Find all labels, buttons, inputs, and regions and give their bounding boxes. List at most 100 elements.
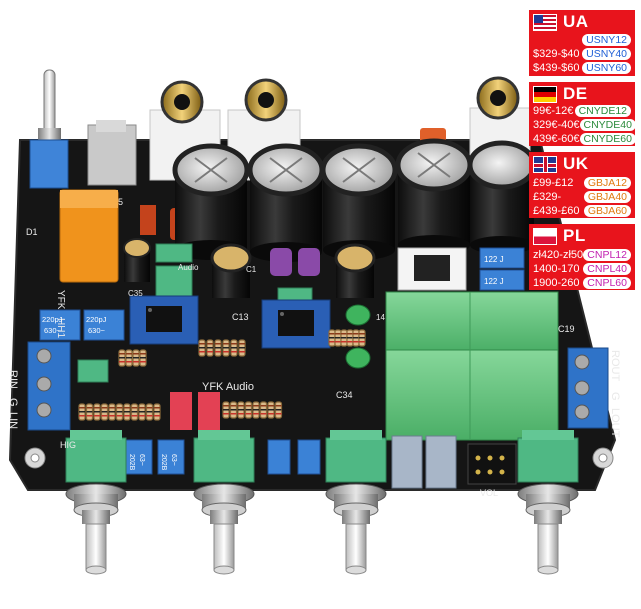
coupon-code-usny60: USNY60 bbox=[582, 62, 631, 74]
cap-label-122-a: 122 J bbox=[484, 255, 504, 264]
country-code-pl: PL bbox=[563, 226, 586, 245]
volume-header bbox=[467, 443, 517, 485]
film-capacitor-122j-a bbox=[479, 247, 525, 269]
price-range: 99€-12€ bbox=[533, 105, 574, 117]
price-range: £439-£60 bbox=[533, 205, 580, 217]
price-range: £329- bbox=[533, 191, 562, 203]
input-terminal-block bbox=[27, 341, 71, 431]
resistor bbox=[123, 403, 131, 421]
silk-lin: LIN bbox=[7, 412, 19, 429]
uk-flag-icon bbox=[533, 155, 557, 173]
film-capacitor-220pj-b bbox=[83, 309, 125, 341]
resistor bbox=[206, 339, 214, 357]
film-capacitor-220pj-a bbox=[39, 309, 81, 341]
resistor bbox=[118, 349, 126, 367]
resistor bbox=[340, 329, 348, 347]
coupon-code-cnyde60: CNYDE60 bbox=[579, 133, 636, 145]
resistor bbox=[259, 401, 268, 419]
silk-lout: LOUT bbox=[609, 408, 621, 438]
resistor bbox=[153, 403, 161, 421]
silk-c1: C1 bbox=[246, 265, 257, 274]
price-range: 439€-60€ bbox=[533, 133, 580, 145]
resistor bbox=[100, 403, 109, 421]
resistor bbox=[358, 329, 366, 347]
pot-mid-knob bbox=[193, 430, 255, 575]
coupon-code-cnyde12: CNYDE12 bbox=[574, 105, 631, 117]
resistor bbox=[238, 339, 246, 357]
resistor bbox=[78, 403, 86, 421]
silk-c13: C13 bbox=[232, 312, 249, 322]
price-range: $329-$40 bbox=[533, 48, 580, 60]
coupon-code-usny40: USNY40 bbox=[582, 48, 631, 60]
poland-flag-icon bbox=[533, 227, 557, 245]
coupon-code-gbja60: GBJA60 bbox=[583, 205, 631, 217]
resistor bbox=[198, 339, 206, 357]
resistor bbox=[252, 401, 260, 419]
germany-flag-icon bbox=[533, 85, 557, 103]
coupon-code-cnpl40: CNPL40 bbox=[583, 263, 631, 275]
silk-rout: ROUT bbox=[609, 350, 621, 381]
price-range: 1900-260 bbox=[533, 277, 580, 289]
country-code-uk: UK bbox=[563, 154, 589, 173]
coupon-code-usny12: USNY12 bbox=[582, 34, 631, 46]
silk-c14: 14 bbox=[376, 313, 385, 322]
silk-rin: RIN bbox=[7, 370, 19, 389]
pot-label-b2: 63~ bbox=[170, 454, 177, 466]
model-label: HH1 bbox=[55, 318, 66, 338]
silk-c34: C34 bbox=[336, 390, 353, 400]
price-range: 1400-170 bbox=[533, 263, 580, 275]
resistor bbox=[274, 401, 283, 419]
resistor bbox=[244, 401, 253, 419]
filter-capacitor-5 bbox=[467, 140, 537, 254]
resistor bbox=[108, 403, 116, 421]
resistor bbox=[334, 329, 342, 347]
pot-treble-knob bbox=[65, 430, 127, 575]
resistor bbox=[115, 403, 124, 421]
audio-capacitor-b bbox=[334, 243, 376, 298]
output-terminal-block bbox=[567, 347, 609, 429]
price-range: £99-£12 bbox=[533, 177, 574, 189]
pot-label-b1: 202B bbox=[160, 454, 167, 471]
coupon-code-cnpl12: CNPL12 bbox=[583, 249, 631, 261]
small-capacitor-c35 bbox=[123, 238, 151, 282]
coupon-code-gbja12: GBJA12 bbox=[583, 177, 631, 189]
resistor bbox=[346, 329, 354, 347]
resistor bbox=[139, 349, 147, 367]
resistor bbox=[132, 349, 140, 367]
power-transformer bbox=[385, 291, 559, 441]
brand-label: YFK bbox=[55, 290, 66, 310]
coupon-code-cnyde40: CNYDE40 bbox=[579, 119, 636, 131]
resistor bbox=[267, 401, 275, 419]
country-code-ua: UA bbox=[563, 12, 589, 31]
opamp-module-right bbox=[261, 299, 331, 349]
resistor bbox=[352, 329, 360, 347]
resistor bbox=[145, 403, 154, 421]
silk-audio-small: Audio bbox=[178, 263, 199, 272]
opamp-module-left bbox=[129, 295, 199, 345]
silk-g-left: G bbox=[7, 398, 19, 407]
audio-label: YFK Audio bbox=[202, 381, 254, 393]
silk-vol: VOL bbox=[480, 488, 498, 498]
price-range: zł420-zł50 bbox=[533, 249, 584, 261]
price-range: $439-$60 bbox=[533, 62, 580, 74]
silk-c35: C35 bbox=[128, 289, 143, 298]
resistor bbox=[85, 403, 94, 421]
us-flag-icon bbox=[533, 13, 557, 31]
filter-capacitor-2 bbox=[247, 143, 325, 262]
pot-volume-knob bbox=[517, 430, 579, 575]
headphone-jack bbox=[87, 124, 137, 186]
resistor bbox=[222, 401, 230, 419]
price-range: 329€-40€ bbox=[533, 119, 580, 131]
price-tag-de: DE 99€-12€CNYDE12 329€-40€CNYDE40 439€-6… bbox=[529, 82, 636, 146]
coupon-code-cnpl60: CNPL60 bbox=[583, 277, 631, 289]
resistor bbox=[229, 401, 238, 419]
resistor bbox=[214, 339, 222, 357]
pot-bass-knob bbox=[325, 430, 387, 575]
cap-label-220-a2: 630~ bbox=[44, 326, 62, 335]
resistor bbox=[328, 329, 336, 347]
filter-capacitor-4 bbox=[395, 138, 473, 255]
resistor bbox=[93, 403, 101, 421]
